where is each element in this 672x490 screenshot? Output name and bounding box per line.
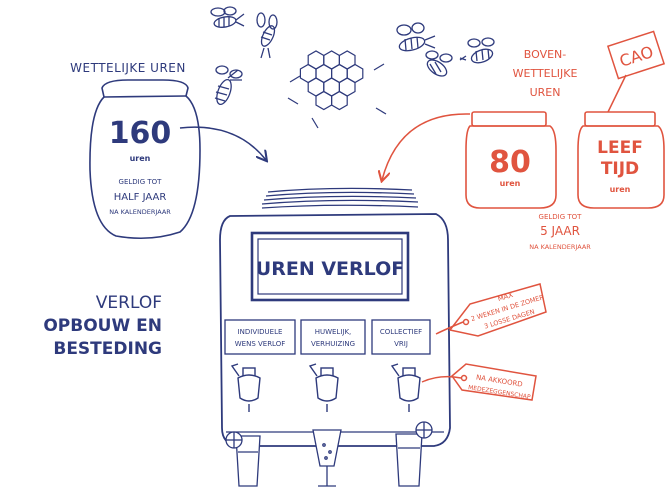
legal-hours-unit: uren xyxy=(130,154,151,163)
life-time-line2: TIJD xyxy=(601,159,639,179)
legal-hours-heading: WETTELIJKE UREN xyxy=(70,61,186,75)
tap-icon xyxy=(392,364,420,412)
tap2-label-line1: HUWELIJK, xyxy=(315,328,352,336)
legal-valid-line1: GELDIG TOT xyxy=(119,178,163,186)
life-time-unit: uren xyxy=(610,185,631,194)
tap3-label-box xyxy=(372,320,430,354)
honeycomb-edge xyxy=(374,64,384,70)
life-time-line1: LEEF xyxy=(597,138,643,158)
extra-heading-line3: UREN xyxy=(530,86,561,99)
glass-icon xyxy=(226,432,260,486)
honeycomb-edge xyxy=(288,98,298,104)
honeycomb-cell xyxy=(332,92,348,110)
honeycomb-edge xyxy=(312,118,318,128)
tap2-label-box xyxy=(301,320,365,354)
legal-valid-line2: HALF JAAR xyxy=(114,192,167,203)
extra-hours-unit: uren xyxy=(500,179,521,188)
bee-icon xyxy=(397,23,435,53)
caption-line2: OPBOUW EN xyxy=(43,316,162,336)
tap1-label-box xyxy=(225,320,295,354)
extra-valid-line2: 5 JAAR xyxy=(540,224,580,238)
extra-arrow xyxy=(382,114,470,180)
tap3-label-line2: VRIJ xyxy=(394,340,408,348)
honeycomb-edge xyxy=(376,108,386,114)
dispenser-title: UREN VERLOF xyxy=(256,258,404,280)
tap1-label-line1: INDIVIDUELE xyxy=(238,328,283,336)
extra-valid-line3: NA KALENDERJAAR xyxy=(529,243,591,251)
bee-icon xyxy=(211,7,244,29)
honeycomb-icon xyxy=(288,51,386,128)
extra-valid-line1: GELDIG TOT xyxy=(539,213,583,221)
legal-arrow xyxy=(180,127,266,160)
honeycomb-edge xyxy=(290,76,300,82)
honeycomb-cell xyxy=(316,92,332,110)
tap-icon xyxy=(232,364,260,412)
caption-line1: VERLOF xyxy=(96,293,162,313)
extra-heading-line1: BOVEN- xyxy=(524,48,567,61)
legal-hours-value: 160 xyxy=(109,116,172,151)
bee-icon xyxy=(460,38,494,65)
bee-icon xyxy=(257,13,277,58)
cao-sign-label: CAO xyxy=(617,42,656,71)
tap-icon xyxy=(310,364,338,412)
glass-icon xyxy=(313,430,341,486)
extra-heading-line2: WETTELIJKE xyxy=(513,67,578,80)
caption-line3: BESTEDING xyxy=(53,339,162,359)
cao-sign xyxy=(608,31,664,112)
bee-icon xyxy=(214,66,242,106)
extra-hours-value: 80 xyxy=(489,145,531,180)
dispenser-lid xyxy=(262,188,418,208)
tap3-label-line1: COLLECTIEF xyxy=(380,328,422,336)
tap2-label-line2: VERHUIZING xyxy=(311,340,355,348)
bee-icon xyxy=(425,51,452,79)
tap1-label-line2: WENS VERLOF xyxy=(235,340,286,348)
legal-valid-line3: NA KALENDERJAAR xyxy=(109,208,171,216)
